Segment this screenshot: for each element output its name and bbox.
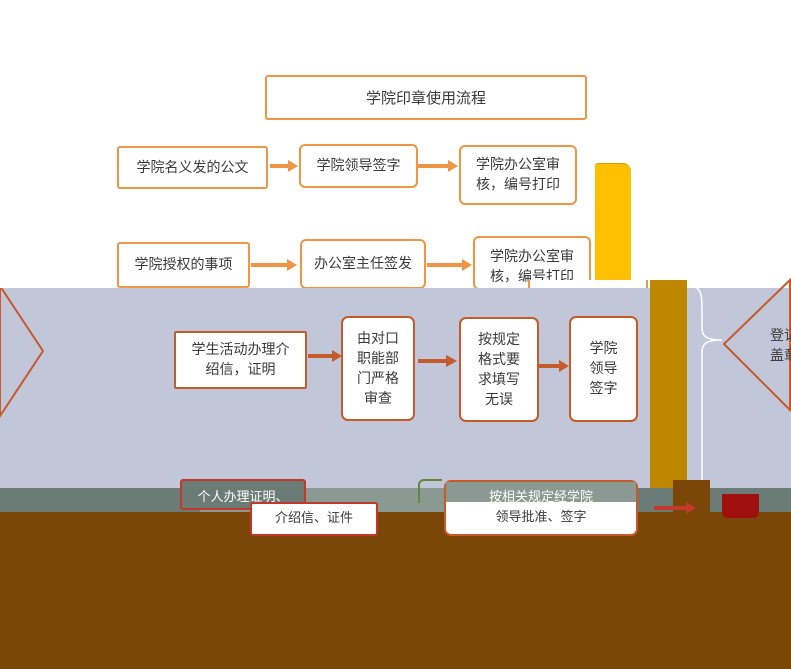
diamond-line1: 登记 xyxy=(770,328,791,344)
row1-box2-text: 学院领导签字 xyxy=(316,158,401,174)
bracket-connector xyxy=(687,285,723,484)
row1-box-official-document: 学院名义发的公文 xyxy=(117,146,268,189)
row1-box-leader-sign: 学院领导签字 xyxy=(299,144,418,188)
row4-box3-line1-copy: 按相关规定经学院 xyxy=(488,490,593,505)
row3-box2-line3: 门严格 xyxy=(357,370,399,387)
row1-box3-line1: 学院办公室审 xyxy=(476,157,560,173)
left-diamond-shape xyxy=(0,288,45,418)
row3-box2-line4: 审查 xyxy=(364,390,392,407)
diamond-label: 登记 盖章 xyxy=(764,326,791,366)
row3-box-department-review: 由对口 职能部 门严格 审查 xyxy=(341,316,415,421)
row3-box-leader-sign: 学院 领导 签字 xyxy=(569,316,638,422)
diamond-line2: 盖章 xyxy=(770,348,791,364)
row1-box3-line2: 核，编号打印 xyxy=(476,177,560,193)
row4-box3-line2: 领导批准、签字 xyxy=(495,510,587,525)
dark-gold-vertical-bar xyxy=(650,280,687,512)
register-stamp-diamond xyxy=(722,277,791,413)
row3-box-format-fill: 按规定 格式要 求填写 无误 xyxy=(459,317,539,422)
row2-box-director-sign: 办公室主任签发 xyxy=(300,239,426,289)
row3-box3-line3: 求填写 xyxy=(478,371,520,388)
row1-box-office-review: 学院办公室审 核，编号打印 xyxy=(459,145,577,205)
row3-box4-line3: 签字 xyxy=(589,381,618,397)
row1-box1-text: 学院名义发的公文 xyxy=(136,159,249,176)
row3-box3-line1: 按规定 xyxy=(478,331,520,348)
gold-vertical-bar xyxy=(595,163,631,291)
title-text: 学院印章使用流程 xyxy=(365,88,486,107)
row3-box1-line2: 绍信，证明 xyxy=(205,362,276,378)
row2-box1-text: 学院授权的事项 xyxy=(134,257,233,273)
row4-box1-line1: 个人办理证明、 xyxy=(197,490,289,505)
row3-box1-line1: 学生活动办理介 xyxy=(191,342,290,358)
approval-box-cover xyxy=(446,482,636,502)
row2-box3-line1: 学院办公室审 xyxy=(490,249,574,265)
row4-box-introduction-letter: 介绍信、证件 xyxy=(250,502,378,536)
row3-box2-line2: 职能部 xyxy=(357,350,399,367)
title-box: 学院印章使用流程 xyxy=(265,75,587,120)
row2-box-authorized-matters: 学院授权的事项 xyxy=(117,242,250,288)
row4-box2-text: 介绍信、证件 xyxy=(274,511,353,526)
row4-box3-line1-overlay: 按相关规定经学院 xyxy=(444,488,638,508)
row4-box-personal-certificate: 个人办理证明、 xyxy=(180,479,306,510)
row3-box2-line1: 由对口 xyxy=(357,330,399,347)
row2-box2-text: 办公室主任签发 xyxy=(314,256,412,272)
row3-box3-line2: 格式要 xyxy=(478,351,520,368)
small-green-fragment xyxy=(418,479,442,503)
lower-brown-area xyxy=(0,512,791,669)
dark-red-block xyxy=(722,494,759,518)
row3-box4-line2: 领导 xyxy=(589,361,618,377)
row3-box-student-activity: 学生活动办理介 绍信，证明 xyxy=(174,331,307,389)
row3-box4-line1: 学院 xyxy=(589,341,618,357)
row3-box3-line4: 无误 xyxy=(485,391,513,408)
